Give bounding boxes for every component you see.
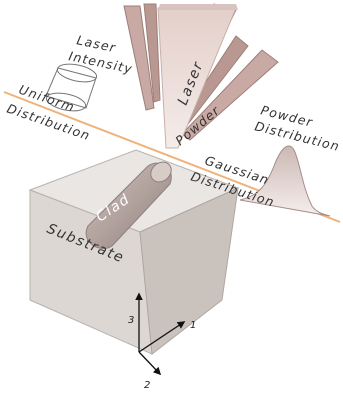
axis-3-label: 3 bbox=[128, 315, 134, 326]
laser-intensity-label-line2: Intensity bbox=[67, 48, 134, 76]
axis-2-label: 2 bbox=[144, 380, 150, 391]
axis-2-arrow bbox=[139, 352, 160, 374]
axis-1-label: 1 bbox=[190, 320, 196, 331]
beam-cap bbox=[158, 4, 238, 10]
